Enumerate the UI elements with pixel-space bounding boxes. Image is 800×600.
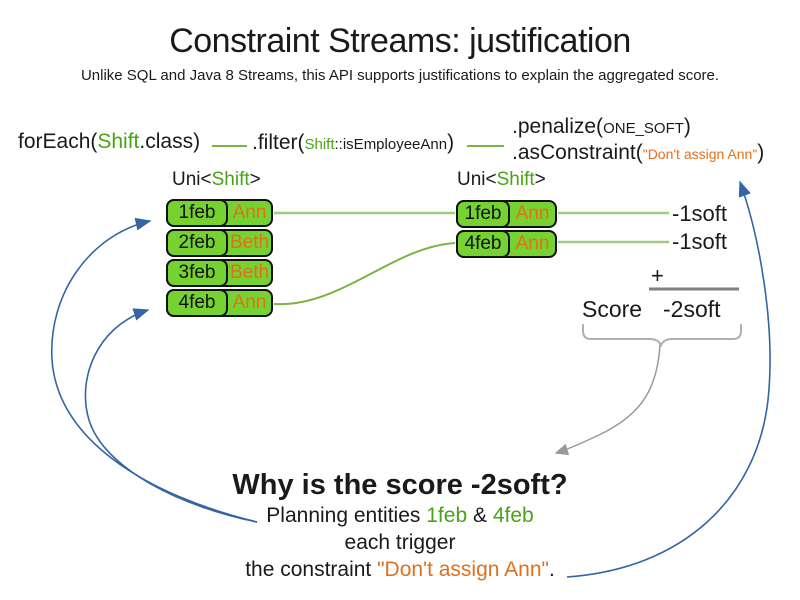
entity-1feb: 1feb	[426, 504, 468, 527]
shift-date-cell: 4feb	[166, 289, 228, 317]
code-filter-class: Shift	[304, 136, 335, 153]
score-brace	[582, 324, 742, 348]
table-row: 4feb Ann	[456, 230, 557, 258]
shift-date-cell: 1feb	[456, 200, 510, 228]
shift-date-cell: 2feb	[166, 229, 228, 257]
right-shift-table: 1feb Ann 4feb Ann	[456, 200, 557, 258]
left-shift-table: 1feb Ann 2feb Beth 3feb Beth 4feb Ann	[166, 199, 273, 317]
left-table-label: Uni<Shift>	[172, 169, 261, 190]
why-line3: the constraint "Don't assign Ann".	[245, 558, 555, 581]
gray-arrow-to-why	[554, 344, 661, 456]
shift-employee-cell: Ann	[232, 292, 267, 313]
shift-employee-cell: Beth	[229, 262, 270, 283]
total-score: -2soft	[663, 296, 721, 322]
shift-employee-cell: Ann	[515, 203, 550, 224]
row-score-2: -1soft	[672, 229, 728, 254]
right-table-label: Uni<Shift>	[457, 169, 546, 190]
plus-sign: +	[651, 263, 664, 288]
entity-4feb: 4feb	[492, 504, 534, 527]
shift-employee-cell: Beth	[229, 232, 270, 253]
code-foreach-class: Shift	[97, 130, 140, 153]
code-asconstraint: .asConstraint("Don't assign Ann")	[512, 141, 765, 164]
shift-date-cell: 4feb	[456, 230, 510, 258]
why-line1: Planning entities 1feb & 4feb	[266, 504, 534, 527]
connector-4feb-curve	[273, 242, 456, 306]
code-filter: .filter(Shift::isEmployeeAnn)	[252, 131, 455, 154]
code-penalize: .penalize(ONE_SOFT)	[512, 115, 691, 138]
page-subtitle: Unlike SQL and Java 8 Streams, this API …	[80, 67, 720, 84]
constraint-name-text: "Don't assign Ann"	[377, 558, 549, 581]
score-label: Score	[582, 296, 643, 322]
code-constraint-name: "Don't assign Ann"	[642, 146, 758, 162]
shift-date-cell: 3feb	[166, 259, 228, 287]
table-row: 1feb Ann	[166, 199, 273, 227]
why-heading: Why is the score -2soft?	[232, 469, 568, 501]
row-score-1: -1soft	[672, 201, 728, 226]
table-row: 4feb Ann	[166, 289, 273, 317]
page-title: Constraint Streams: justification	[169, 22, 631, 60]
code-penalize-arg: ONE_SOFT	[603, 120, 684, 137]
table-row: 3feb Beth	[166, 259, 273, 287]
table-row: 2feb Beth	[166, 229, 273, 257]
code-foreach: forEach(Shift.class)	[18, 130, 201, 153]
shift-employee-cell: Ann	[515, 233, 550, 254]
table-row: 1feb Ann	[456, 200, 557, 228]
shift-date-cell: 1feb	[166, 199, 228, 227]
shift-employee-cell: Ann	[232, 202, 267, 223]
why-line2: each trigger	[344, 531, 456, 554]
